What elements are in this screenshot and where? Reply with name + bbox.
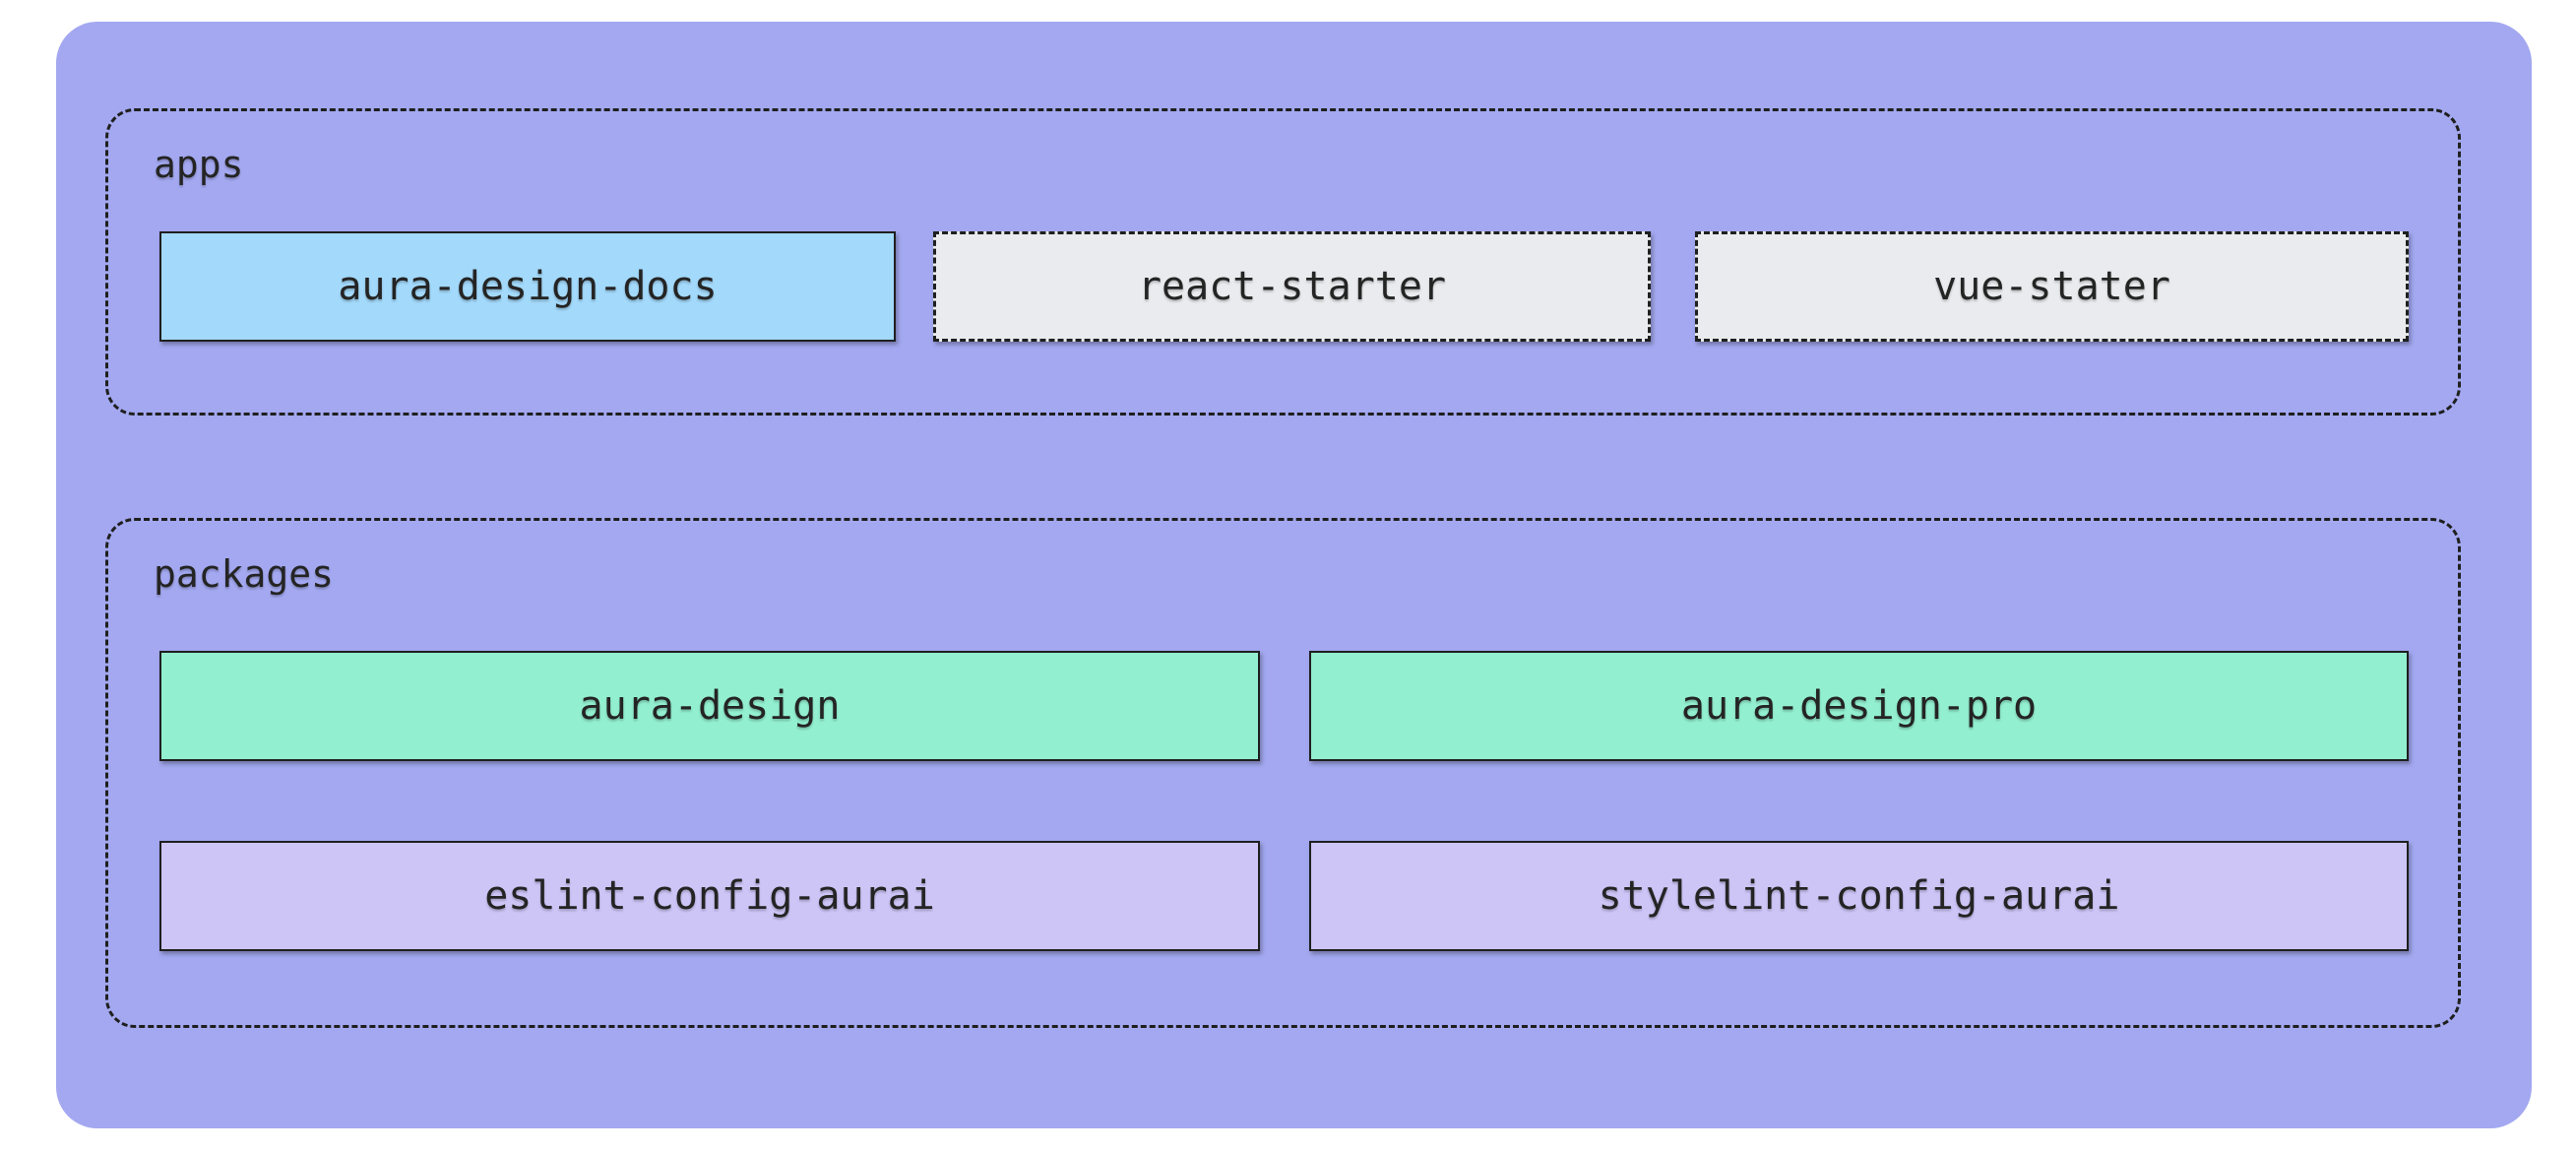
- node-aura-design-label: aura-design: [579, 683, 841, 729]
- node-vue-stater: vue-stater: [1695, 231, 2409, 342]
- group-apps: apps aura-design-docs react-starter vue-…: [105, 108, 2461, 416]
- group-packages-label: packages: [154, 552, 335, 596]
- monorepo-container: apps aura-design-docs react-starter vue-…: [56, 22, 2532, 1128]
- node-vue-stater-label: vue-stater: [1933, 264, 2170, 309]
- node-aura-design-pro: aura-design-pro: [1309, 651, 2409, 761]
- node-aura-design-docs: aura-design-docs: [159, 231, 896, 342]
- node-stylelint-config-aurai-label: stylelint-config-aurai: [1598, 873, 2120, 919]
- node-aura-design-docs-label: aura-design-docs: [338, 264, 718, 309]
- group-apps-label: apps: [154, 143, 244, 186]
- node-react-starter: react-starter: [933, 231, 1651, 342]
- node-eslint-config-aurai: eslint-config-aurai: [159, 841, 1260, 951]
- group-packages: packages aura-design aura-design-pro esl…: [105, 518, 2461, 1028]
- node-aura-design: aura-design: [159, 651, 1260, 761]
- node-stylelint-config-aurai: stylelint-config-aurai: [1309, 841, 2409, 951]
- node-react-starter-label: react-starter: [1137, 264, 1447, 309]
- node-aura-design-pro-label: aura-design-pro: [1680, 683, 2038, 729]
- node-eslint-config-aurai-label: eslint-config-aurai: [484, 873, 935, 919]
